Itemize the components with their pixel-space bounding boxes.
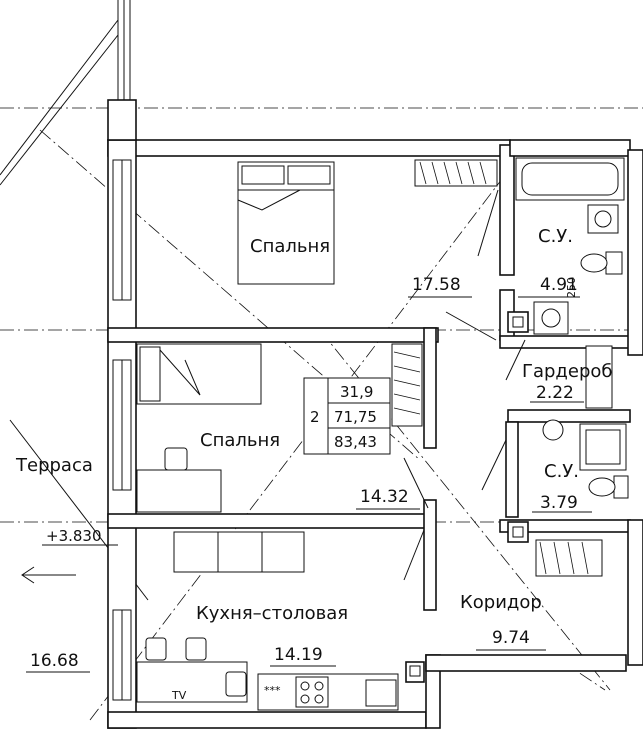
bedroom1-area: 17.58 xyxy=(412,275,461,295)
terrace-area: 16.68 xyxy=(30,651,79,671)
area-underlines xyxy=(26,296,592,673)
apartment-living-area: 31,9 xyxy=(340,383,373,401)
corridor-name: Коридор xyxy=(460,592,542,613)
pipe-dimension: 250 xyxy=(565,277,578,298)
door-swings xyxy=(403,189,526,581)
corridor-area: 9.74 xyxy=(492,628,530,648)
toilet-bath2 xyxy=(588,475,629,499)
tv-label: TV xyxy=(171,689,187,702)
bathroom2-name: С.У. xyxy=(544,461,579,482)
windows xyxy=(112,159,132,701)
bedroom1-name: Спальня xyxy=(250,236,330,257)
vent-shafts xyxy=(405,311,529,683)
apartment-total-with-terrace: 83,43 xyxy=(334,433,377,451)
apartment-rooms-count: 2 xyxy=(310,408,320,426)
sink-bath1 xyxy=(587,204,619,234)
bathtub xyxy=(515,157,625,201)
terrace-name: Терраса xyxy=(15,455,93,476)
bathroom1-area: 4.91 xyxy=(540,275,578,295)
dining-set xyxy=(136,637,248,703)
shower-bath2 xyxy=(579,423,627,471)
apartment-summary-box xyxy=(303,377,391,455)
kitchen-name: Кухня–столовая xyxy=(196,603,348,624)
bed-double xyxy=(237,161,335,285)
kitchen-area: 14.19 xyxy=(274,645,323,665)
stove-mark: *** xyxy=(264,684,281,697)
wardrobe-area: 2.22 xyxy=(536,383,574,403)
desk xyxy=(136,447,222,513)
bedroom2-area: 14.32 xyxy=(360,487,409,507)
kitchen-counter xyxy=(257,673,399,711)
apartment-total-area: 71,75 xyxy=(334,408,377,426)
wardrobe-closets xyxy=(391,159,613,577)
terrace-arrow xyxy=(21,566,76,584)
closet-hatching xyxy=(393,161,589,575)
bathroom2-area: 3.79 xyxy=(540,493,578,513)
terrace-level-mark: +3.830 xyxy=(46,527,102,545)
sink-bath2 xyxy=(542,419,564,441)
wardrobe-name: Гардероб xyxy=(522,361,613,382)
toilet-bath1 xyxy=(580,251,623,275)
washing-machine xyxy=(533,301,569,335)
bed-single xyxy=(136,343,262,405)
sofa xyxy=(173,531,305,573)
bathroom1-name: С.У. xyxy=(538,226,573,247)
bedroom2-name: Спальня xyxy=(200,430,280,451)
